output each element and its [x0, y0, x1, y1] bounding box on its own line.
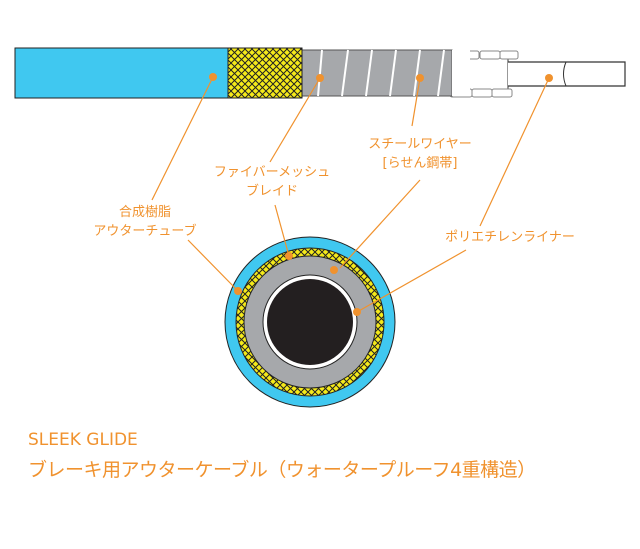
label-liner: ポリエチレンライナー	[445, 230, 575, 245]
product-subtitle: ブレーキ用アウターケーブル（ウォータープルーフ4重構造）	[28, 459, 536, 481]
label-outer-tube: 合成樹脂 アウターチューブ	[93, 203, 196, 241]
label-fiber-mesh: ファイバーメッシュ ブレイド	[214, 163, 330, 201]
leader-lines	[151, 76, 550, 313]
label-steel-wire-line1: スチールワイヤー	[368, 137, 472, 152]
label-steel-wire: スチールワイヤー [らせん鋼帯]	[368, 135, 472, 173]
liner-end	[508, 61, 626, 87]
steel-wire-segment	[301, 49, 453, 97]
outer-tube-segment	[14, 47, 229, 99]
label-fiber-mesh-line1: ファイバーメッシュ	[213, 165, 331, 180]
fiber-mesh-segment	[227, 47, 303, 99]
cable-cross-section	[224, 236, 396, 408]
product-title: SLEEK GLIDE	[28, 430, 138, 450]
cable-side-view	[14, 47, 626, 99]
label-steel-wire-line2: [らせん鋼帯]	[382, 156, 458, 171]
label-fiber-mesh-line2: ブレイド	[245, 184, 299, 199]
label-outer-tube-line2: アウターチューブ	[93, 224, 197, 239]
label-outer-tube-line1: 合成樹脂	[118, 205, 172, 220]
marker-dots	[209, 73, 553, 316]
